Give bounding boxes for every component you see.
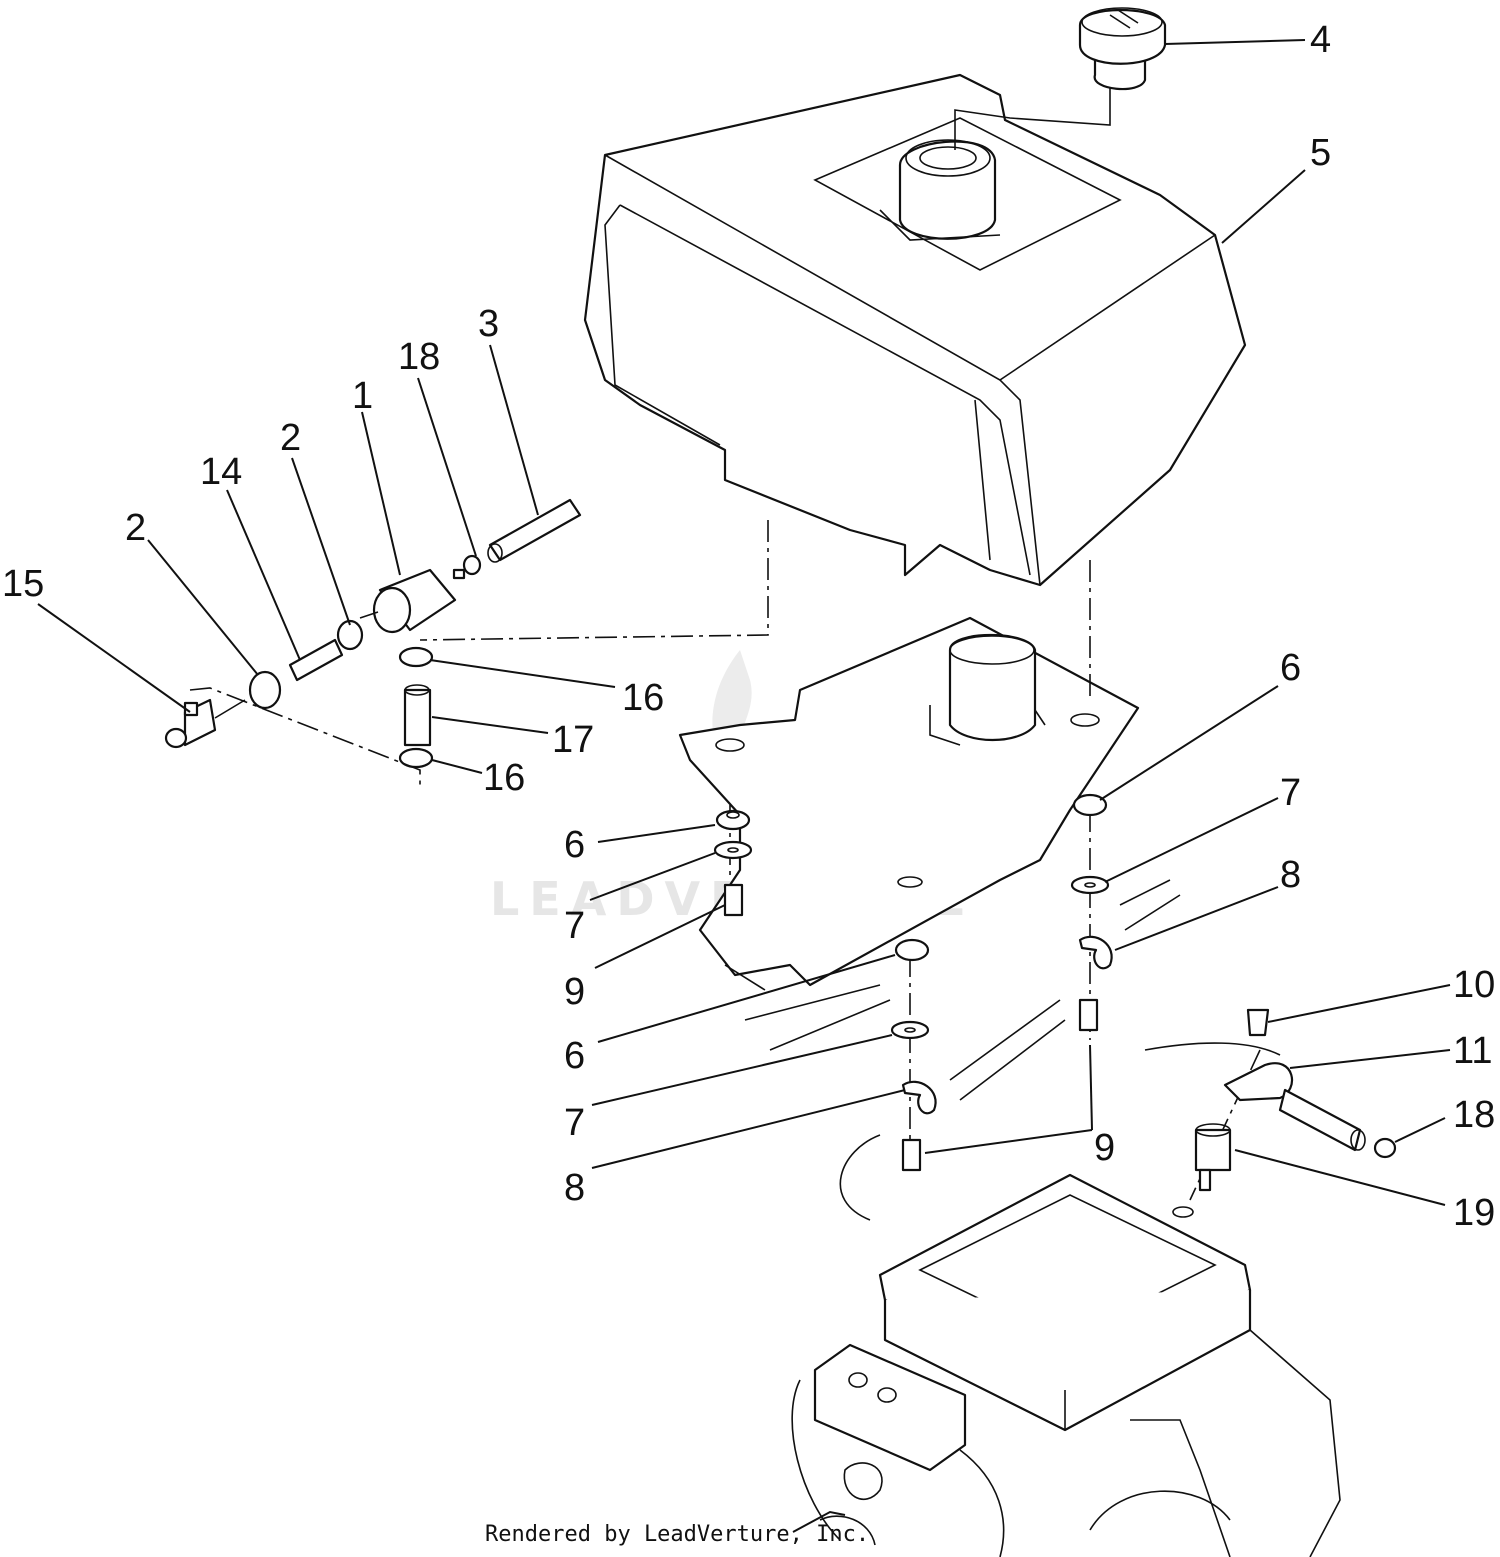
hose-clamp-2: [336, 619, 364, 651]
fuel-tank: [583, 73, 1247, 587]
grommet-6b: [1072, 793, 1108, 817]
callout-2: 2: [125, 507, 146, 549]
p-clamp-8b: [901, 1080, 937, 1115]
callout-4: 4: [1310, 19, 1331, 61]
grommet-6c: [894, 938, 930, 962]
callout-6: 6: [1280, 647, 1301, 689]
callout-labels: 4 5 3 18 1 2 14 2 15 16 17 16 6 7 8 6 7 …: [2, 19, 1495, 1234]
mount-hardware: [713, 793, 1113, 1172]
fuel-hose: [1278, 1088, 1362, 1152]
hose-clamp-18b: [1373, 1137, 1397, 1159]
callout-6: 6: [564, 1035, 585, 1077]
fuel-hose-14: [288, 638, 344, 682]
callout-5: 5: [1310, 132, 1331, 174]
render-credit: Rendered by LeadVerture, Inc.: [485, 1522, 869, 1547]
clamp-11: [1223, 1062, 1294, 1102]
callout-17: 17: [552, 719, 594, 761]
callout-1: 1: [352, 375, 373, 417]
callout-8: 8: [1280, 854, 1301, 896]
hose-clamp-2b: [248, 670, 282, 710]
grommet-6a: [715, 809, 751, 831]
callout-16: 16: [483, 757, 525, 799]
callout-9: 9: [1094, 1127, 1115, 1169]
leader-lines: [37, 39, 1451, 1533]
callout-11: 11: [1453, 1030, 1492, 1072]
callout-8: 8: [564, 1167, 585, 1209]
fuel-cap: [1078, 7, 1167, 91]
callout-15: 15: [2, 563, 44, 605]
engine: [791, 1173, 1341, 1557]
callout-16: 16: [622, 677, 664, 719]
fuel-line-clamp-assembly: [1172, 1008, 1397, 1218]
hose-clamp-18: [462, 554, 482, 576]
washer-7b: [1070, 875, 1110, 895]
callout-6: 6: [564, 824, 585, 866]
spacer-19: [1194, 1128, 1232, 1172]
fuel-line-assembly: [164, 498, 582, 769]
washer-7c: [890, 1020, 930, 1040]
callout-14: 14: [200, 451, 242, 493]
fuel-hose-3: [488, 498, 582, 562]
p-clamp-8a: [1078, 935, 1113, 970]
fuel-hose-17: [403, 688, 432, 747]
hose-clamp-16a: [398, 646, 434, 668]
callout-18: 18: [398, 336, 440, 378]
bolt-9a: [723, 883, 744, 917]
washer-7a: [713, 840, 753, 860]
callout-9: 9: [564, 971, 585, 1013]
mounting-plate: [678, 616, 1140, 987]
callout-10: 10: [1453, 964, 1495, 1006]
callout-7: 7: [564, 1102, 585, 1144]
callout-7: 7: [564, 905, 585, 947]
callout-18: 18: [1453, 1094, 1495, 1136]
callout-19: 19: [1453, 1192, 1495, 1234]
hose-clamp-16b: [398, 747, 434, 769]
callout-3: 3: [478, 303, 499, 345]
bolt-9c: [901, 1138, 922, 1172]
callout-2: 2: [280, 417, 301, 459]
bolt-9b: [1078, 998, 1099, 1032]
bolt-10: [1246, 1008, 1270, 1037]
callout-7: 7: [1280, 772, 1301, 814]
